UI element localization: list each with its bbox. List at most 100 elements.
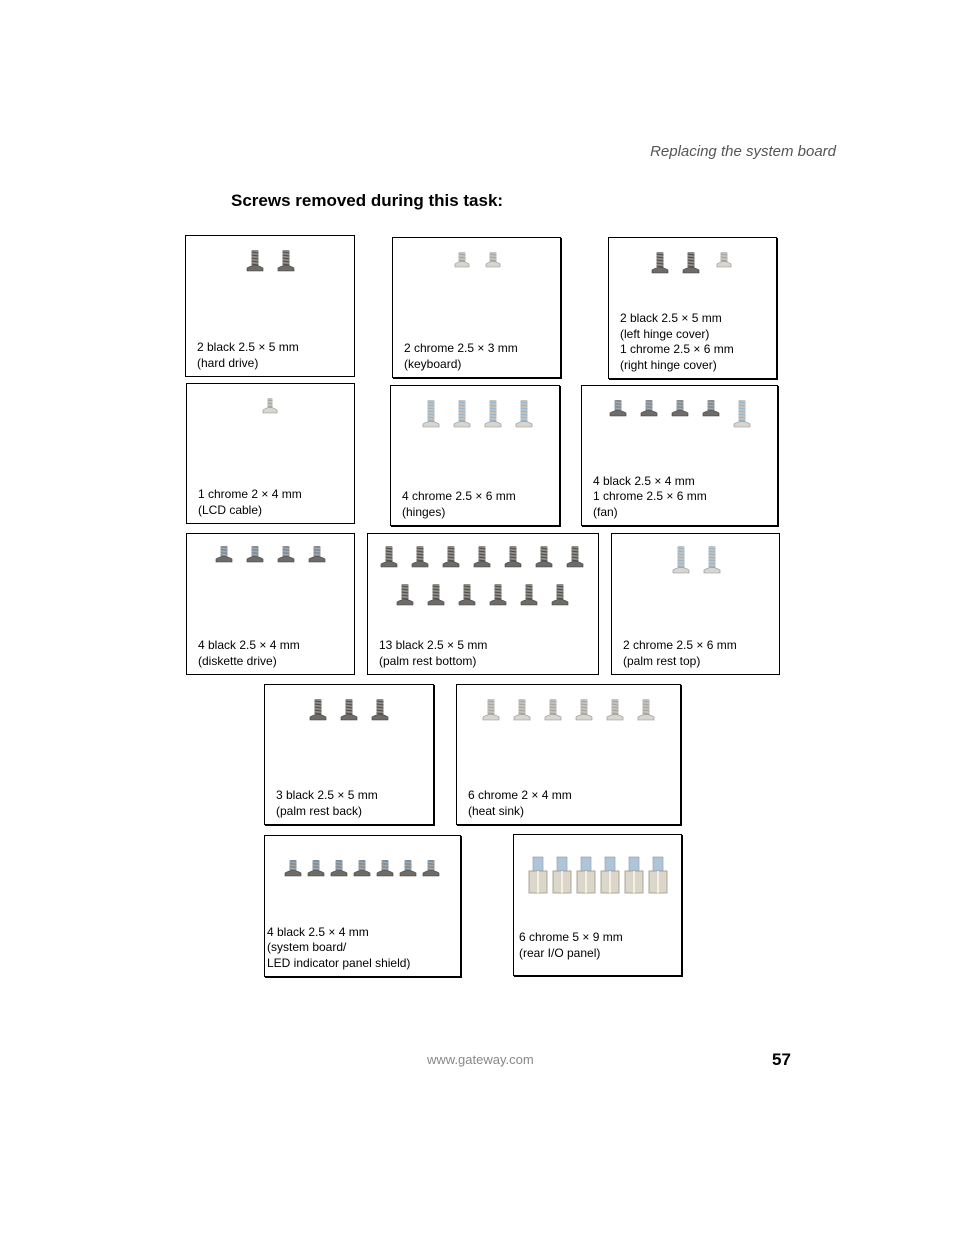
- screw-box-palm-rest-bottom: 13 black 2.5 × 5 mm (palm rest bottom): [367, 533, 599, 675]
- screw-icon: [353, 860, 371, 877]
- screw-group: [672, 546, 721, 574]
- screw-icon: [544, 699, 562, 721]
- screw-icon: [682, 252, 700, 274]
- screw-box-lcd-cable: 1 chrome 2 × 4 mm (LCD cable): [186, 383, 355, 524]
- screw-icon: [422, 860, 440, 877]
- screw-group: [422, 400, 533, 428]
- screw-icon: [284, 860, 302, 877]
- screw-caption: 3 black 2.5 × 5 mm (palm rest back): [276, 788, 378, 818]
- screw-group: [215, 546, 326, 563]
- screw-icon: [454, 252, 470, 268]
- screw-icon: [330, 860, 348, 877]
- screw-icon: [671, 400, 689, 417]
- screw-icon: [411, 546, 429, 568]
- screw-box-rear-io-panel: 6 chrome 5 × 9 mm (rear I/O panel): [513, 834, 682, 976]
- screw-group: [528, 856, 668, 894]
- screw-icon: [624, 856, 644, 894]
- screw-caption: 2 black 2.5 × 5 mm (left hinge cover) 1 …: [620, 311, 734, 372]
- screw-caption: 13 black 2.5 × 5 mm (palm rest bottom): [379, 638, 488, 668]
- screw-caption: 4 chrome 2.5 × 6 mm (hinges): [402, 489, 516, 519]
- screw-icon: [600, 856, 620, 894]
- screw-icon: [482, 699, 500, 721]
- screw-icon: [552, 856, 572, 894]
- screw-caption: 1 chrome 2 × 4 mm (LCD cable): [198, 487, 302, 517]
- screw-icon: [609, 400, 627, 417]
- screw-icon: [703, 546, 721, 574]
- screw-icon: [376, 860, 394, 877]
- screw-box-fan: 4 black 2.5 × 4 mm 1 chrome 2.5 × 6 mm (…: [581, 385, 778, 526]
- screw-icon: [246, 546, 264, 563]
- screw-box-heat-sink: 6 chrome 2 × 4 mm (heat sink): [456, 684, 681, 825]
- screw-group: [309, 699, 389, 721]
- screw-group: [262, 398, 278, 414]
- section-title: Screws removed during this task:: [231, 191, 504, 210]
- screw-icon: [485, 252, 501, 268]
- screw-box-diskette-drive: 4 black 2.5 × 4 mm (diskette drive): [186, 533, 355, 675]
- page-number: 57: [772, 1050, 791, 1069]
- screw-icon: [637, 699, 655, 721]
- screw-icon: [648, 856, 668, 894]
- screw-icon: [702, 400, 720, 417]
- screw-group: [284, 860, 440, 877]
- screw-caption: 6 chrome 5 × 9 mm (rear I/O panel): [519, 930, 623, 960]
- screw-icon: [489, 584, 507, 606]
- screw-group: [482, 699, 655, 721]
- screw-box-keyboard: 2 chrome 2.5 × 3 mm (keyboard): [392, 237, 561, 378]
- screw-group: [380, 546, 584, 606]
- screw-box-palm-rest-back: 3 black 2.5 × 5 mm (palm rest back): [264, 684, 434, 825]
- screw-icon: [399, 860, 417, 877]
- screw-icon: [396, 584, 414, 606]
- screw-icon: [427, 584, 445, 606]
- screw-icon: [484, 400, 502, 428]
- screw-icon: [309, 699, 327, 721]
- screw-icon: [473, 546, 491, 568]
- screw-icon: [380, 546, 398, 568]
- screw-caption: 4 black 2.5 × 4 mm 1 chrome 2.5 × 6 mm (…: [593, 473, 707, 519]
- screw-icon: [458, 584, 476, 606]
- screw-icon: [277, 546, 295, 563]
- screw-icon: [262, 398, 278, 414]
- screw-icon: [733, 400, 751, 428]
- screw-icon: [442, 546, 460, 568]
- screw-caption: 2 chrome 2.5 × 3 mm (keyboard): [404, 341, 518, 371]
- screw-box-system-board-shield: 4 black 2.5 × 4 mm (system board/ LED in…: [264, 835, 461, 977]
- screw-icon: [504, 546, 522, 568]
- screw-icon: [535, 546, 553, 568]
- running-header: Replacing the system board: [650, 143, 836, 160]
- screw-icon: [672, 546, 690, 574]
- screw-group: [246, 250, 295, 272]
- screw-caption: 4 black 2.5 × 4 mm (system board/ LED in…: [267, 924, 411, 970]
- screw-icon: [515, 400, 533, 428]
- screw-icon: [340, 699, 358, 721]
- screw-icon: [513, 699, 531, 721]
- screw-caption: 6 chrome 2 × 4 mm (heat sink): [468, 788, 572, 818]
- screw-box-palm-rest-top: 2 chrome 2.5 × 6 mm (palm rest top): [611, 533, 780, 675]
- screw-icon: [422, 400, 440, 428]
- screw-box-hinge-covers: 2 black 2.5 × 5 mm (left hinge cover) 1 …: [608, 237, 777, 379]
- screw-group: [454, 252, 501, 268]
- screw-icon: [566, 546, 584, 568]
- screw-icon: [307, 860, 325, 877]
- screw-icon: [575, 699, 593, 721]
- screw-icon: [308, 546, 326, 563]
- screw-icon: [640, 400, 658, 417]
- footer-url: www.gateway.com: [427, 1052, 534, 1067]
- screw-icon: [651, 252, 669, 274]
- screw-caption: 4 black 2.5 × 4 mm (diskette drive): [198, 638, 300, 668]
- screw-caption: 2 chrome 2.5 × 6 mm (palm rest top): [623, 638, 737, 668]
- screw-box-hinges: 4 chrome 2.5 × 6 mm (hinges): [390, 385, 560, 526]
- screw-icon: [520, 584, 538, 606]
- screw-icon: [606, 699, 624, 721]
- screw-caption: 2 black 2.5 × 5 mm (hard drive): [197, 340, 299, 370]
- screw-icon: [716, 252, 732, 268]
- screw-icon: [215, 546, 233, 563]
- screw-icon: [551, 584, 569, 606]
- screw-icon: [277, 250, 295, 272]
- screw-icon: [528, 856, 548, 894]
- screw-icon: [246, 250, 264, 272]
- screw-icon: [453, 400, 471, 428]
- screw-icon: [576, 856, 596, 894]
- screw-icon: [371, 699, 389, 721]
- screw-group: [609, 400, 751, 428]
- screw-group: [651, 252, 732, 274]
